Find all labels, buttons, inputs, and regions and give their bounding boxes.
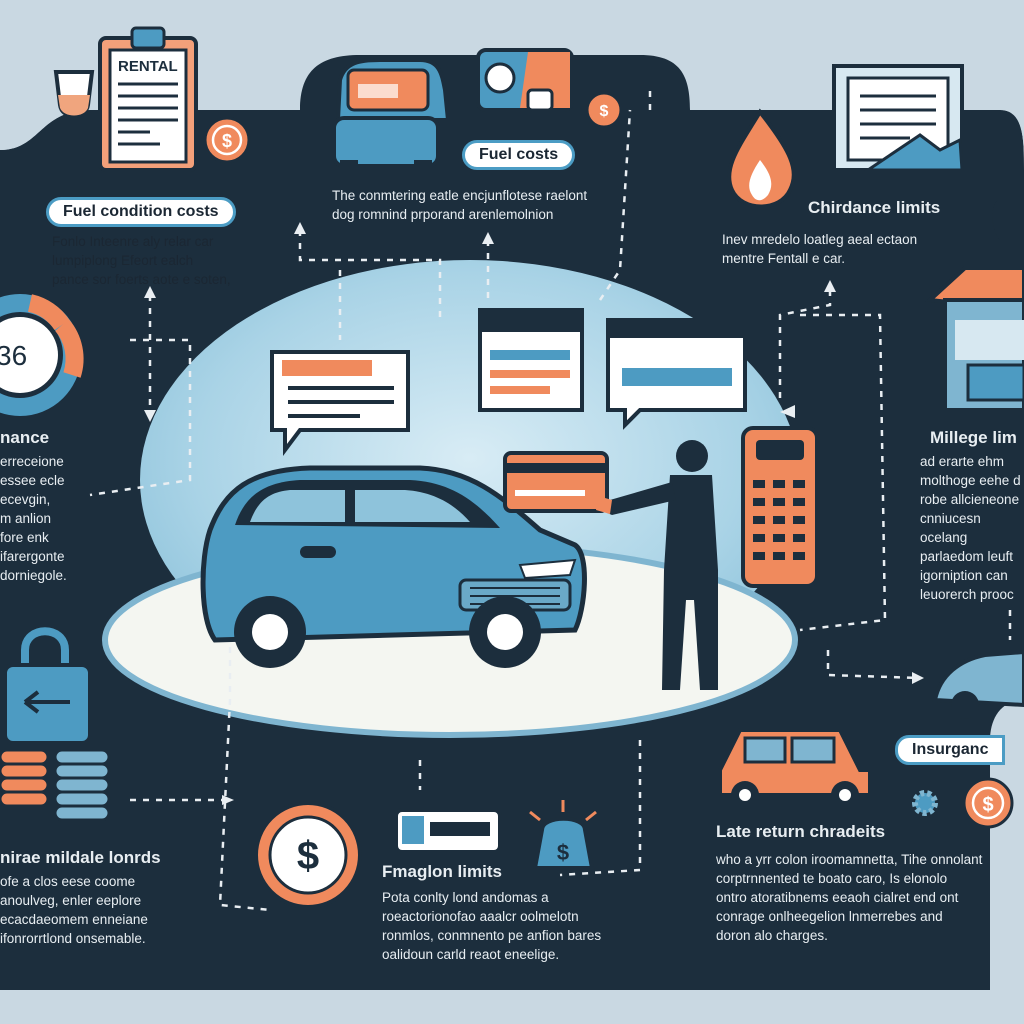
document-card-icon: [478, 308, 584, 412]
connector-arrowheads: [144, 222, 924, 805]
fuel-card-icon: [476, 48, 574, 112]
dollar-coin-icon: [254, 801, 362, 909]
mileage-limits-title: Millege lim: [930, 428, 1017, 447]
svg-text:$: $: [222, 131, 232, 151]
credit-card-icon: [503, 451, 609, 513]
dashed-connectors: [89, 90, 1012, 912]
dollar-coin-icon: [203, 116, 251, 164]
speech-bubble-icon: [270, 350, 410, 456]
gear-icon: [912, 790, 938, 816]
insurance-left-title: nance: [0, 428, 50, 447]
rental-car-illustration: [200, 465, 587, 668]
svg-text:$: $: [297, 834, 319, 878]
fmaglon-limits-body: Pota conlty lond andomas a roeactorionof…: [382, 890, 602, 962]
fuel-costs-title: Fuel costs: [462, 140, 576, 170]
speech-bubble-icon: [606, 318, 747, 430]
fuel-condition-costs-body: Fonlo Inteenre aly relar car lumpiplong …: [52, 234, 231, 287]
gauge-icon: [0, 294, 84, 416]
document-icon: [832, 64, 964, 172]
late-return-body: who a yrr colon iroomamnetta, Tihe onnol…: [716, 852, 983, 943]
small-car-icon: [932, 649, 1024, 719]
mileage-limits-body: ad erarte ehm molthoge eehe d robe allci…: [920, 454, 1021, 602]
person-figure: [596, 440, 718, 690]
dollar-coin-icon: [962, 777, 1014, 829]
dollar-coin-icon: [585, 91, 623, 129]
svg-text:$: $: [600, 103, 609, 120]
chirdance-limits-title: Chirdance limits: [808, 198, 941, 217]
svg-text:$: $: [557, 840, 569, 865]
svg-text:$: $: [982, 794, 993, 816]
orange-car-icon: [718, 728, 872, 809]
car-front-icon: [332, 58, 451, 176]
payment-card-icon: [394, 808, 502, 854]
clipboard-label: RENTAL: [118, 58, 178, 75]
flame-icon: [727, 108, 796, 209]
chirdance-limits-body: Inev mredelo loatleg aeal ectaon mentre …: [722, 232, 918, 266]
insurance-right-title: Insurganc: [895, 735, 1006, 765]
fuel-condition-costs-title: Fuel condition costs: [46, 197, 236, 227]
coin-stack-icon: [0, 748, 111, 822]
fuel-costs-body: The conmtering eatle encjunflotese raelo…: [332, 188, 588, 222]
phone-icon: [741, 426, 819, 588]
rental-clipboard-icon: [98, 26, 198, 172]
insurance-left-body: erreceione essee ecle ecevgin, m anlion …: [0, 454, 67, 583]
mileage-lonrds-body: ofe a clos eese coome anoulveg, enler ee…: [0, 874, 148, 946]
gas-station-icon: [925, 266, 1024, 412]
mileage-lonrds-title: nirae mildale lonrds: [0, 848, 161, 867]
late-return-title: Late return chradeits: [716, 822, 886, 841]
wine-glass-icon: [53, 70, 95, 154]
gauge-value: 36: [0, 340, 28, 371]
lock-icon: [3, 627, 92, 745]
price-tag-icon: [529, 800, 597, 870]
fmaglon-limits-title: Fmaglon limits: [382, 862, 502, 881]
